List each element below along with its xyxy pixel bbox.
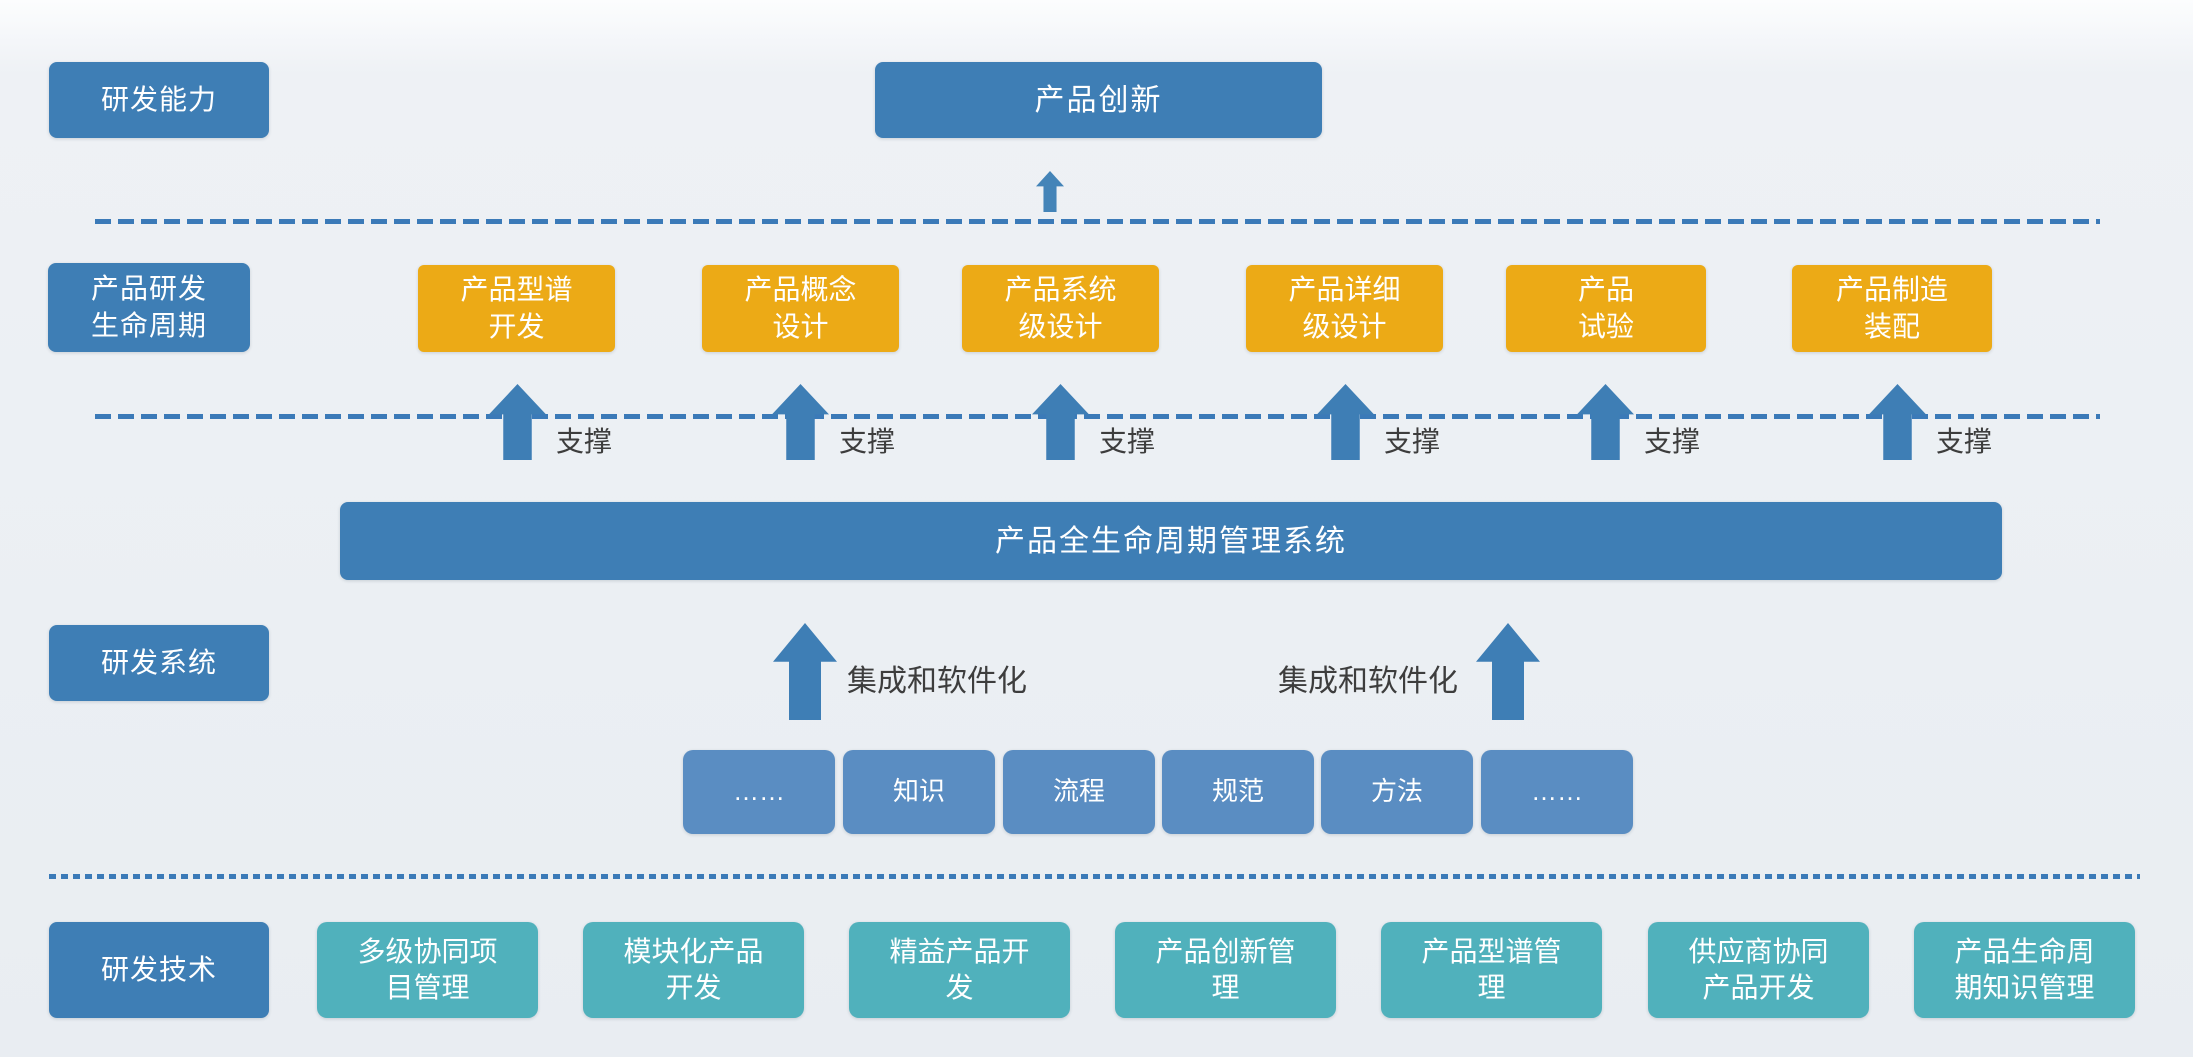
- stage-product-spectrum-dev: 产品型谱 开发: [418, 265, 615, 352]
- support-label: 支撑: [839, 426, 896, 457]
- support-arrow-icon: [489, 384, 546, 460]
- integration-arrow-icon: [1476, 623, 1540, 720]
- divider-dotted-bottom: [49, 874, 2140, 879]
- tech-lean-product-dev: 精益产品开 发: [849, 922, 1070, 1018]
- support-arrow-icon: [1869, 384, 1926, 460]
- element-ellipsis-left: ……: [683, 750, 835, 834]
- stage-product-concept-design: 产品概念 设计: [702, 265, 899, 352]
- tech-modular-product-dev: 模块化产品 开发: [583, 922, 804, 1018]
- product-innovation-box: 产品创新: [875, 62, 1322, 138]
- row-label-product-rd-lifecycle: 产品研发 生命周期: [48, 263, 250, 352]
- support-arrow-icon: [1032, 384, 1089, 460]
- stage-product-manufacturing-assembly: 产品制造 装配: [1792, 265, 1992, 352]
- support-arrow-icon: [1577, 384, 1634, 460]
- up-arrow-icon: [1036, 171, 1064, 212]
- divider-dashed-top: [95, 219, 2100, 224]
- support-label: 支撑: [1099, 426, 1156, 457]
- element-process: 流程: [1003, 750, 1155, 834]
- element-knowledge: 知识: [843, 750, 995, 834]
- support-label: 支撑: [1384, 426, 1441, 457]
- integration-label: 集成和软件化: [1278, 665, 1458, 698]
- support-arrow-icon: [1317, 384, 1374, 460]
- tech-product-lifecycle-knowledge-mgmt: 产品生命周 期知识管理: [1914, 922, 2135, 1018]
- element-method: 方法: [1321, 750, 1473, 834]
- support-label: 支撑: [1936, 426, 1993, 457]
- row-label-rd-capability: 研发能力: [49, 62, 269, 138]
- support-label: 支撑: [1644, 426, 1701, 457]
- tech-supplier-collab-product-dev: 供应商协同 产品开发: [1648, 922, 1869, 1018]
- row-label-rd-system: 研发系统: [49, 625, 269, 701]
- divider-dashed-middle: [95, 414, 2100, 419]
- integration-arrow-icon: [773, 623, 837, 720]
- support-arrow-icon: [772, 384, 829, 460]
- plm-system-bar: 产品全生命周期管理系统: [340, 502, 2002, 580]
- tech-product-innovation-mgmt: 产品创新管 理: [1115, 922, 1336, 1018]
- tech-multilevel-collab-project-mgmt: 多级协同项 目管理: [317, 922, 538, 1018]
- integration-label: 集成和软件化: [847, 665, 1027, 698]
- stage-product-detail-design: 产品详细 级设计: [1246, 265, 1443, 352]
- support-label: 支撑: [556, 426, 613, 457]
- stage-product-system-design: 产品系统 级设计: [962, 265, 1159, 352]
- stage-product-test: 产品 试验: [1506, 265, 1706, 352]
- row-label-rd-technology: 研发技术: [49, 922, 269, 1018]
- tech-product-spectrum-mgmt: 产品型谱管 理: [1381, 922, 1602, 1018]
- element-standard: 规范: [1162, 750, 1314, 834]
- element-ellipsis-right: ……: [1481, 750, 1633, 834]
